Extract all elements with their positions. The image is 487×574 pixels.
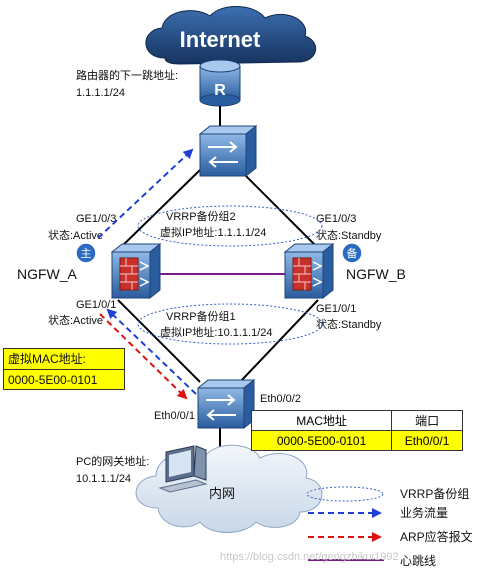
- virtual-mac-value: 0000-5E00-0101: [8, 373, 98, 387]
- pc-icon: [158, 445, 208, 493]
- ngfw-a-ge-bottom-state: 状态:Active: [48, 313, 103, 327]
- vrrp-group2-vip: 虚拟IP地址:1.1.1.1/24: [160, 225, 266, 239]
- vrrp-group1-ellipse: [137, 303, 323, 345]
- link-switch-ngfw-a: [117, 169, 201, 251]
- access-switch-icon: [196, 378, 256, 430]
- legend-heartbeat-label: 心跳线: [400, 554, 436, 568]
- intranet-label: 内网: [209, 486, 235, 501]
- router-letter: R: [214, 82, 226, 99]
- virtual-mac-box: 虚拟MAC地址: 0000-5E00-0101: [3, 348, 125, 390]
- pc-gateway-title: PC的网关地址:: [76, 454, 149, 468]
- vrrp-group1-vip: 虚拟IP地址:10.1.1.1/24: [160, 325, 273, 339]
- legend-arp-label: ARP应答报文: [400, 529, 473, 544]
- mac-table-header-mac: MAC地址: [250, 410, 393, 431]
- ngfw-b-ge-top-state: 状态:Standby: [316, 228, 382, 242]
- legend-vrrp-label: VRRP备份组: [400, 487, 469, 501]
- vrrp-group1-title: VRRP备份组1: [166, 309, 236, 323]
- ngfw-a-name: NGFW_A: [17, 266, 78, 282]
- router-next-hop-title: 路由器的下一跳地址:: [76, 68, 178, 82]
- switch-port-right: Eth0/0/2: [260, 393, 301, 405]
- ngfw-a-master-badge: 主: [75, 242, 97, 264]
- internet-label: Internet: [180, 27, 261, 52]
- internet-cloud: Internet: [145, 5, 317, 65]
- link-ngfw-a-lowswitch: [117, 299, 201, 383]
- vrrp-group2-title: VRRP备份组2: [166, 209, 236, 223]
- router-icon: R: [199, 59, 241, 107]
- mac-table-header-port: 端口: [391, 410, 463, 431]
- ngfw-a-firewall-icon: [110, 242, 162, 300]
- legend: VRRP备份组 业务流量 ARP应答报文 心跳线: [306, 486, 473, 568]
- ngfw-a-ge-top: GE1/0/3: [76, 213, 116, 225]
- mac-table-cell-mac: 0000-5E00-0101: [250, 430, 393, 451]
- pc-gateway-ip: 10.1.1.1/24: [76, 473, 131, 485]
- mac-table-cell-port: Eth0/0/1: [391, 430, 463, 451]
- mac-table-header: MAC地址 端口: [250, 410, 463, 431]
- watermark: https://blog.csdn.net/gengzhikui1992: [220, 551, 399, 563]
- legend-vrrp-symbol: [306, 486, 384, 502]
- virtual-mac-title: 虚拟MAC地址:: [4, 349, 124, 370]
- ngfw-b-name: NGFW_B: [346, 266, 406, 282]
- arp-reply-arrow: [99, 313, 188, 400]
- ngfw-b-ge-bottom: GE1/0/1: [316, 303, 356, 315]
- legend-service-label: 业务流量: [400, 505, 448, 520]
- mac-address-table: MAC地址 端口 0000-5E00-0101 Eth0/0/1: [250, 410, 463, 451]
- core-switch-icon: [198, 124, 258, 178]
- service-traffic-up-arrow: [97, 148, 194, 239]
- ngfw-b-backup-badge: 备: [341, 242, 363, 264]
- ngfw-b-firewall-icon: [283, 242, 335, 300]
- ngfw-b-role-badge-text: 备: [347, 246, 358, 260]
- ngfw-a-role-badge-text: 主: [81, 247, 92, 260]
- ngfw-b-ge-top: GE1/0/3: [316, 213, 356, 225]
- ngfw-b-ge-bottom-state: 状态:Standby: [316, 317, 382, 331]
- switch-port-left: Eth0/0/1: [154, 410, 195, 422]
- router-next-hop-ip: 1.1.1.1/24: [76, 87, 125, 99]
- mac-table-row: 0000-5E00-0101 Eth0/0/1: [250, 430, 463, 451]
- service-traffic-lower-arrow: [106, 308, 197, 395]
- ngfw-a-ge-top-state: 状态:Active: [48, 228, 103, 242]
- vrrp-group2-ellipse: [137, 205, 323, 247]
- ngfw-a-ge-bottom: GE1/0/1: [76, 299, 116, 311]
